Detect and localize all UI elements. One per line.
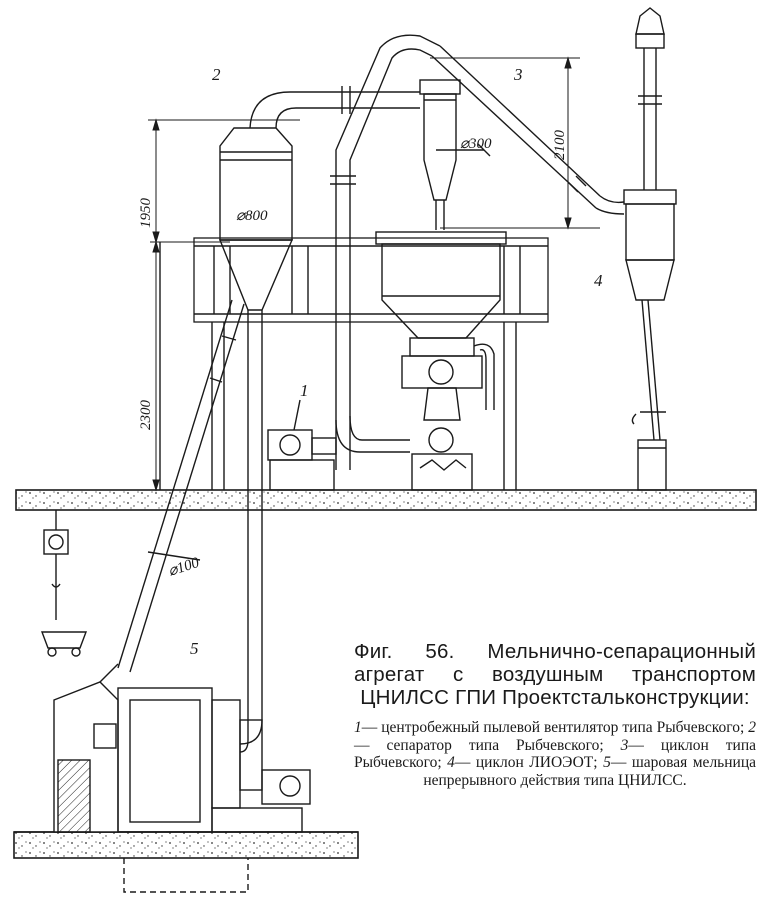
inclined-feed-pipe [117, 299, 245, 673]
dim-2300: 2300 [138, 400, 154, 431]
label-4: 4 [594, 271, 603, 290]
label-5: 5 [190, 639, 199, 658]
label-2: 2 [212, 65, 221, 84]
item-labels: 1 2 3 4 5 [190, 65, 603, 658]
label-3: 3 [513, 65, 523, 84]
cyclone-3 [419, 79, 491, 230]
legend-item: 5— шаровая мельница непрерывного действи… [423, 754, 757, 789]
duct-to-cyclone-4 [330, 34, 625, 470]
cyclone-4 [623, 7, 677, 491]
legend-item: 2— сепаратор типа Рыбчевского; [354, 719, 757, 754]
dim-dia-800: ⌀800 [236, 208, 268, 224]
fan-1 [267, 399, 337, 491]
ball-mill-5 [53, 663, 311, 833]
dim-dia-100: ⌀100 [166, 555, 201, 580]
dimension-lines [148, 56, 600, 492]
legend-item: 4— циклон ЛИОЭОТ; [447, 754, 598, 771]
label-1: 1 [300, 381, 309, 400]
caption-legend: 1— центробежный пылевой вентилятор типа … [354, 719, 756, 789]
steel-platform [159, 237, 549, 490]
figure-caption: Фиг. 56. Мельнично-сепарационный агрегат… [354, 640, 756, 789]
air-duct-upper [249, 86, 420, 129]
upper-floor-slab [15, 489, 757, 511]
separator-2 [218, 127, 294, 753]
legend-item: 1— центробежный пылевой вентилятор типа … [354, 719, 745, 736]
dim-dia-300: ⌀300 [460, 136, 492, 152]
hoist [40, 510, 88, 657]
dim-2100: 2100 [552, 130, 568, 161]
legend-item: 3— циклон типа Рыбчевского; [354, 736, 756, 772]
caption-title: Фиг. 56. Мельнично-сепарационный агрегат… [354, 640, 756, 709]
feeder-hopper [375, 231, 507, 491]
dim-1950: 1950 [138, 198, 154, 229]
ground-floor [13, 831, 359, 893]
